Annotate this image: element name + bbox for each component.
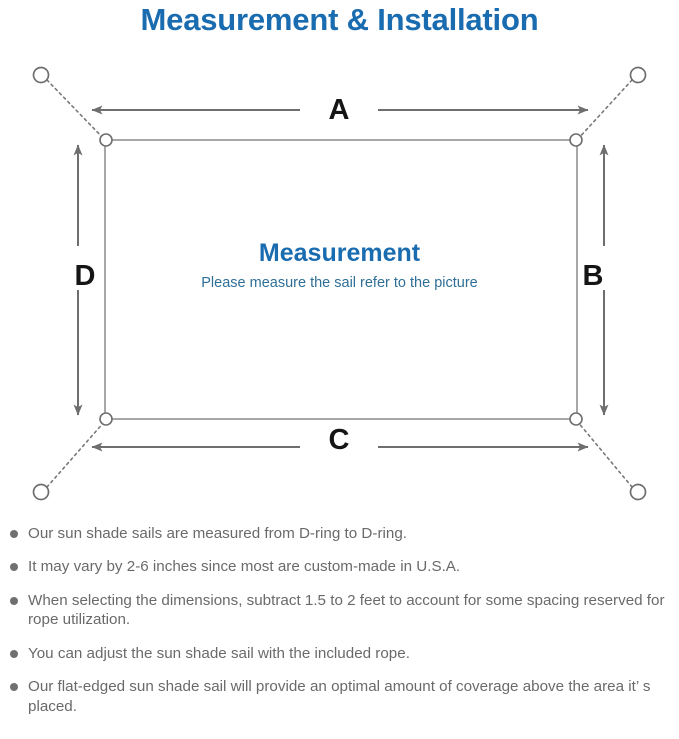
- anchor-points-group: [32, 66, 647, 501]
- list-item: Our flat-edged sun shade sail will provi…: [0, 677, 679, 716]
- list-item-text: You can adjust the sun shade sail with t…: [28, 644, 410, 662]
- d-ring-top-left-icon: [99, 133, 113, 147]
- bullet-icon: [10, 649, 18, 658]
- dimension-label-d: D: [74, 260, 96, 292]
- d-ring-bottom-left-icon: [99, 412, 113, 426]
- rope-top-right-icon: [576, 79, 633, 141]
- list-item-text: Our sun shade sails are measured from D-…: [28, 525, 407, 542]
- rope-lines-group: [46, 79, 633, 488]
- anchor-circle-top-left-icon: [32, 66, 50, 84]
- dimension-label-c: C: [328, 424, 350, 456]
- list-item-text: It may vary by 2-6 inches since most are…: [28, 558, 461, 576]
- anchor-circle-bottom-left-icon: [32, 483, 50, 501]
- d-ring-top-right-icon: [569, 133, 583, 147]
- anchor-circle-top-right-icon: [629, 66, 647, 84]
- rope-top-left-icon: [46, 79, 106, 141]
- list-item: You can adjust the sun shade sail with t…: [0, 644, 679, 663]
- diagram-svg: [32, 66, 647, 501]
- bullet-icon: [10, 596, 18, 605]
- list-item: When selecting the dimensions, subtract …: [0, 591, 679, 630]
- list-item-text: When selecting the dimensions, subtract …: [28, 591, 665, 629]
- dimension-label-b: B: [582, 260, 604, 292]
- sail-shape: [104, 139, 578, 420]
- rope-bottom-right-icon: [576, 420, 633, 488]
- list-item-text: Our flat-edged sun shade sail will provi…: [28, 678, 651, 715]
- bullet-icon: [10, 683, 18, 692]
- sail-measurement-diagram: [0, 48, 679, 518]
- list-item: Our sun shade sails are measured from D-…: [0, 524, 679, 543]
- rope-bottom-left-icon: [46, 420, 106, 488]
- notes-list: Our sun shade sails are measured from D-…: [0, 524, 679, 716]
- anchor-circle-bottom-right-icon: [629, 483, 647, 501]
- bullet-icon: [10, 530, 18, 538]
- d-ring-bottom-right-icon: [569, 412, 583, 426]
- page-title: Measurement & Installation: [140, 2, 539, 37]
- list-item: It may vary by 2-6 inches since most are…: [0, 557, 679, 576]
- dimension-label-a: A: [328, 94, 350, 126]
- d-rings-group: [99, 133, 583, 426]
- bullet-icon: [10, 563, 18, 572]
